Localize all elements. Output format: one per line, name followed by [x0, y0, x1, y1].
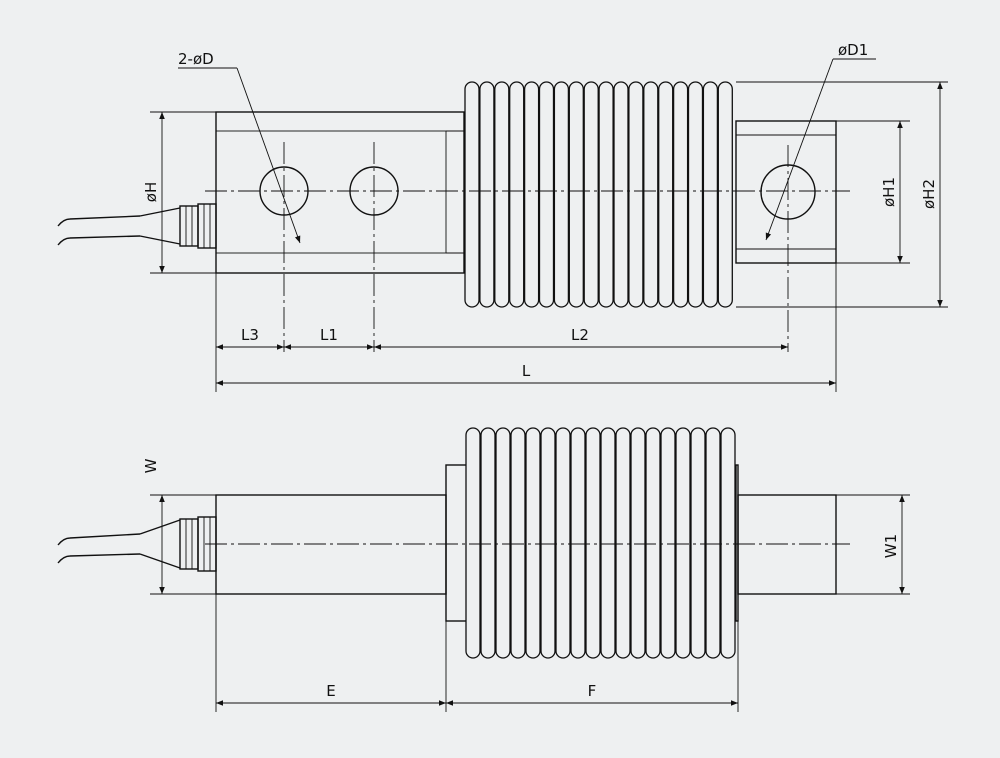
bellows-fin [555, 427, 571, 659]
bellows-fin [510, 427, 526, 659]
bellows-fin [540, 427, 556, 659]
arm-top [735, 120, 837, 264]
side-view [57, 427, 910, 712]
bellows-fin [672, 81, 689, 308]
body-top [215, 111, 465, 274]
bellows-fin [495, 427, 511, 659]
label-l: L [522, 362, 531, 380]
label-l2: L2 [571, 326, 589, 344]
bellows-fin [464, 81, 480, 308]
bellows-top [464, 81, 733, 308]
label-oh: øH [142, 182, 160, 202]
bellows-fin [615, 427, 631, 659]
bellows-fin [660, 427, 676, 659]
body-side [215, 494, 447, 595]
bellows-fin [600, 427, 616, 659]
bellows-fin [479, 81, 495, 308]
cable-side [57, 516, 217, 572]
label-w: W [142, 458, 160, 473]
bellows-fin [525, 427, 541, 659]
bellows-fin [643, 81, 659, 308]
bellows-fin [720, 427, 736, 659]
bellows-fin [613, 81, 629, 308]
bellows-fin [598, 81, 614, 308]
bellows-fin [702, 81, 719, 308]
bellows-fin [675, 427, 691, 659]
bellows-fin [630, 427, 646, 659]
arm-side [737, 494, 837, 595]
bellows-fin [717, 81, 733, 308]
label-oh1: øH1 [880, 177, 898, 207]
bellows-fin [509, 81, 525, 308]
label-l1: L1 [320, 326, 338, 344]
bellows-fin [538, 81, 555, 308]
bellows-fin [687, 81, 704, 308]
top-view [57, 58, 948, 392]
bellows-fin [628, 81, 644, 308]
bellows-fin [705, 427, 721, 659]
bellows-side [465, 427, 736, 659]
label-e: E [326, 682, 335, 700]
bellows-fin [568, 81, 584, 308]
label-2-od: 2-øD [178, 50, 214, 68]
bellows-fin [523, 81, 540, 308]
bellows-fin [553, 81, 570, 308]
bellows-fin [570, 427, 586, 659]
bellows-fin [465, 427, 481, 659]
cable-top [57, 203, 217, 249]
bellows-fin [494, 81, 510, 308]
bellows-fin [583, 81, 599, 308]
label-w1: W1 [882, 534, 900, 558]
label-oh2: øH2 [920, 179, 938, 209]
bellows-fin [690, 427, 706, 659]
label-l3: L3 [241, 326, 259, 344]
label-od1: øD1 [838, 41, 868, 59]
bellows-fin [585, 427, 601, 659]
dimension-labels: 2-øD øD1 øH øH1 øH2 L3 L1 L2 L W W1 E F [142, 41, 938, 700]
bellows-fin [658, 81, 674, 308]
label-f: F [588, 682, 597, 700]
bellows-fin [480, 427, 496, 659]
bellows-fin [645, 427, 661, 659]
